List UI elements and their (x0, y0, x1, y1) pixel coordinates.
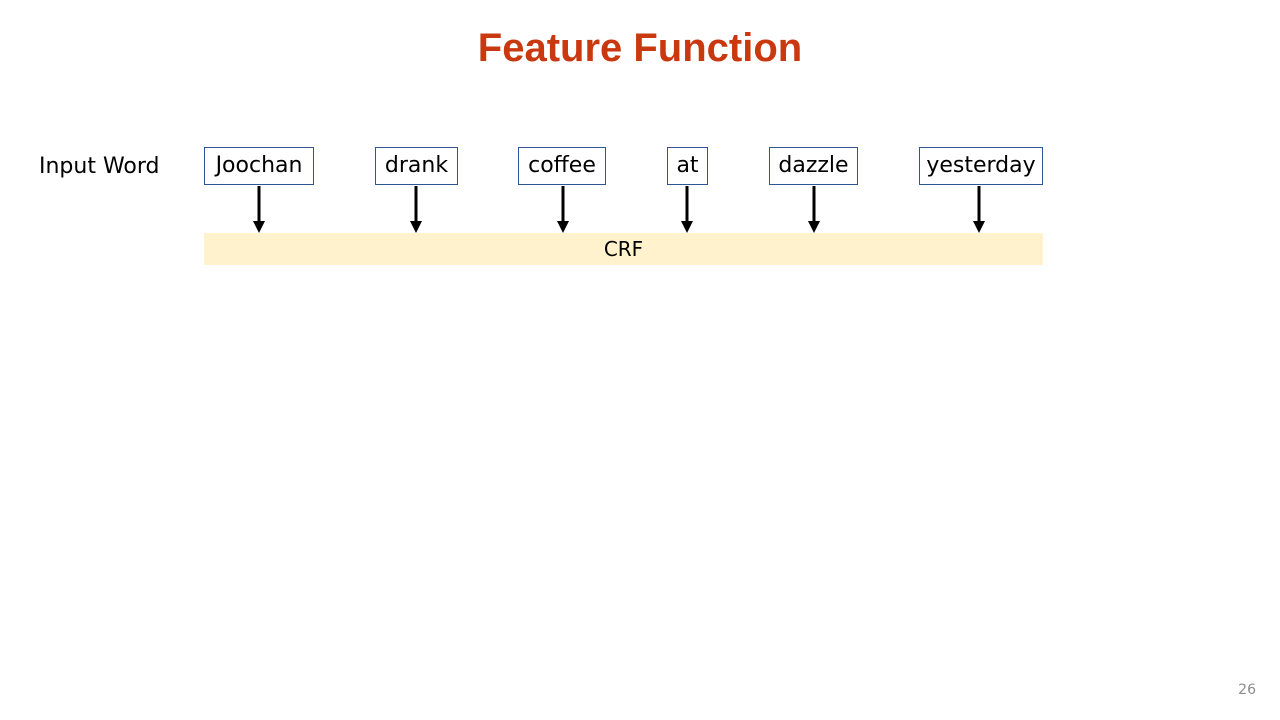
word-box-joochan: Joochan (204, 147, 314, 185)
arrow-dazzle (808, 186, 820, 233)
word-box-coffee: coffee (518, 147, 606, 185)
arrow-at (681, 186, 693, 233)
arrow-coffee (557, 186, 569, 233)
word-box-yesterday: yesterday (919, 147, 1043, 185)
word-box-drank: drank (375, 147, 458, 185)
page-number: 26 (1238, 682, 1256, 698)
arrow-drank (410, 186, 422, 233)
input-word-label: Input Word (39, 154, 160, 179)
slide-title: Feature Function (477, 26, 803, 70)
word-box-dazzle: dazzle (769, 147, 858, 185)
crf-bar: CRF (204, 233, 1043, 265)
arrow-joochan (253, 186, 265, 233)
word-box-at: at (667, 147, 708, 185)
arrow-yesterday (973, 186, 985, 233)
